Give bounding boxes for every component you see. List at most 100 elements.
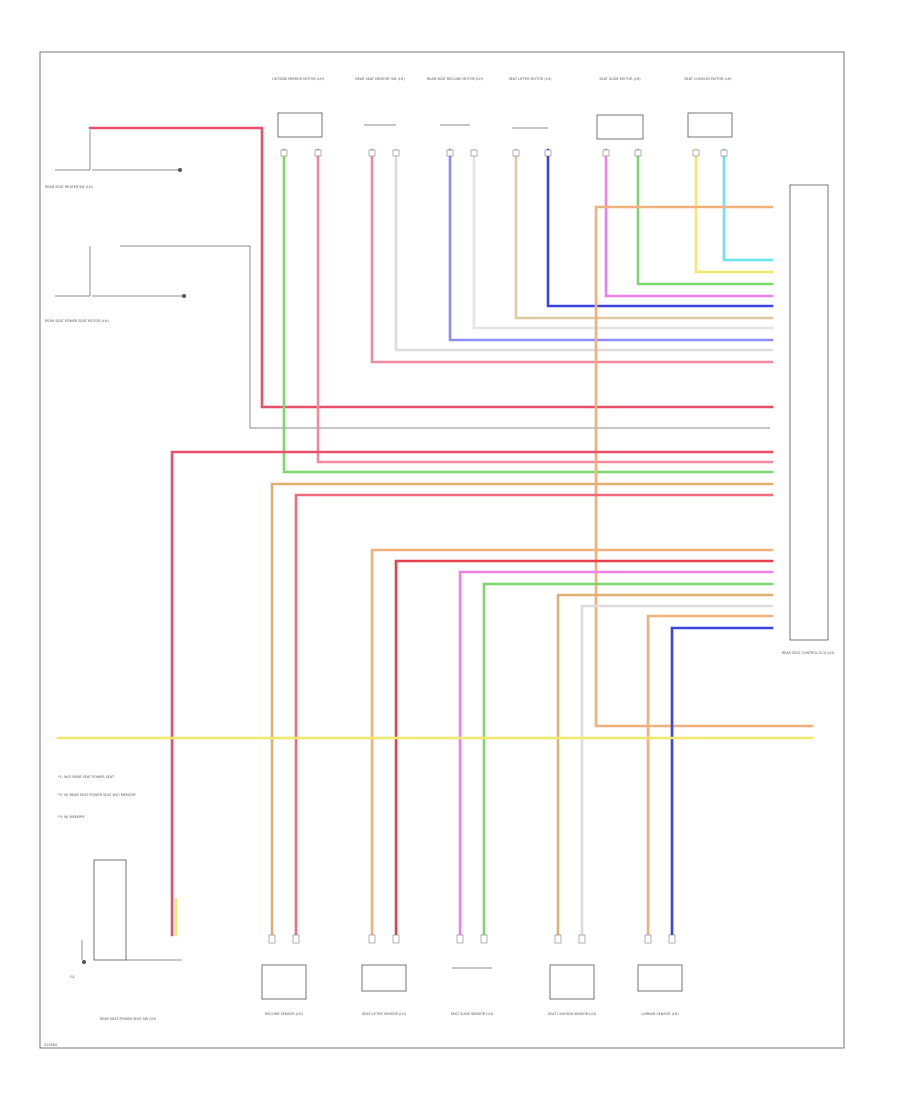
wire-grey-1 <box>394 148 774 352</box>
pin-marker <box>644 934 652 944</box>
wire-red-lifter <box>394 559 774 937</box>
wire-orange-top <box>594 205 814 728</box>
wire-orange-lumbar <box>646 614 774 937</box>
wire-red-bottom <box>170 450 774 937</box>
top-module-2: REAR SEAT MEMORY SW (LH) <box>355 77 405 126</box>
wire-yellow-1 <box>694 148 774 274</box>
bottom-sensor-box-1 <box>261 964 307 1000</box>
pin-marker <box>292 934 300 944</box>
top-module-label-4: SEAT LIFTER MOTOR (LH) <box>509 77 552 81</box>
bottom-left-switch-lines <box>81 940 182 961</box>
wire-grey-2 <box>472 148 774 330</box>
bottom-component-label-6: LUMBAR SENSOR (LH) <box>641 1012 679 1016</box>
pin-marker <box>446 149 454 157</box>
top-module-1: OUTSIDE MIRROR MOTOR (LH) <box>272 77 325 138</box>
pin-marker <box>368 934 376 944</box>
left-ground-2-icon <box>182 294 186 298</box>
bottom-component-label-5: SEAT CUSHION SENSOR (LH) <box>548 1012 597 1016</box>
wire-magenta-slide <box>458 570 774 937</box>
pin-marker <box>578 934 586 944</box>
pin-marker <box>480 934 488 944</box>
left-ground-1-icon <box>178 168 182 172</box>
top-module-label-1: OUTSIDE MIRROR MOTOR (LH) <box>272 77 324 81</box>
wire-pink-2 <box>370 148 774 364</box>
wires <box>56 126 814 937</box>
wire-blue-lumbar <box>670 626 774 937</box>
bottom-sensor-4: SEAT CUSHION SENSOR (LH) <box>548 964 597 1016</box>
top-module-4: SEAT LIFTER MOTOR (LH) <box>509 77 552 129</box>
bottom-component-label-1: REAR SEAT POWER SEAT SW (LH) <box>100 1017 157 1021</box>
bottom-component-label-4: SEAT SLIDE SENSOR (LH) <box>451 1012 494 1016</box>
wire-blue-2 <box>546 148 774 308</box>
pin-marker <box>544 149 552 157</box>
pin-marker <box>314 149 322 157</box>
wire-grey-cushion <box>580 604 774 937</box>
pin-marker <box>668 934 676 944</box>
left-switch-2-lines <box>55 246 91 297</box>
top-module-box-5 <box>596 114 644 140</box>
wire-cyan-1 <box>722 148 774 262</box>
bottom-left-switch-box <box>93 859 127 961</box>
ground-label: G1 <box>70 975 75 979</box>
left-component-label-1: REAR SEAT HEATER SW (LH) <box>45 185 93 189</box>
legend-item-3: *3: W/ MEMORY <box>58 815 85 819</box>
bottom-sensor-3: SEAT SLIDE SENSOR (LH) <box>451 967 494 1016</box>
wire-red-main <box>88 126 774 409</box>
bottom-component-label-3: SEAT LIFTER SENSOR (LH) <box>362 1012 407 1016</box>
legend-item-2: *2: W/ REAR SEAT POWER SEAT W/O MEMORY <box>58 793 137 797</box>
bottom-sensor-box-4 <box>549 964 595 1000</box>
pin-marker <box>692 149 700 157</box>
pin-marker <box>602 149 610 157</box>
wire-tan-1 <box>514 148 774 320</box>
wire-green-2 <box>636 148 774 286</box>
pin-marker <box>634 149 642 157</box>
pin-marker <box>554 934 562 944</box>
top-module-label-6: SEAT CUSHION MOTOR (LH) <box>684 77 732 81</box>
pin-marker <box>368 149 376 157</box>
legend-item-1: *1: W/O REAR SEAT POWER SEAT <box>58 775 115 779</box>
wire-pink-1 <box>316 148 774 464</box>
bottom-sensor-box-2 <box>361 964 407 992</box>
bottom-sensor-box-5 <box>637 964 683 992</box>
bottom-pin-markers <box>268 934 676 944</box>
top-module-6: SEAT CUSHION MOTOR (LH) <box>684 77 733 138</box>
left-switch-2-signal <box>120 245 770 429</box>
wire-magenta-1 <box>604 148 774 298</box>
bottom-left-switch: G1 REAR SEAT POWER SEAT SW (LH) <box>70 859 182 1021</box>
top-module-label-5: SEAT SLIDE MOTOR (LH) <box>599 77 641 81</box>
bottom-sensors: RECLINE SENSOR (LH) SEAT LIFTER SENSOR (… <box>261 964 683 1016</box>
bottom-sensor-2: SEAT LIFTER SENSOR (LH) <box>361 964 407 1016</box>
left-components: REAR SEAT HEATER SW (LH) REAR SEAT POWER… <box>45 130 770 429</box>
left-component-label-2: REAR SEAT POWER SEAT MOTOR (LH) <box>45 319 109 323</box>
ground-icon <box>82 960 86 964</box>
pin-marker <box>512 149 520 157</box>
pin-marker <box>392 934 400 944</box>
pin-marker <box>456 934 464 944</box>
right-ecu: REAR SEAT CONTROL ECU (LH) <box>782 184 835 655</box>
right-ecu-label: REAR SEAT CONTROL ECU (LH) <box>782 651 835 655</box>
wire-tan-recline <box>270 482 774 937</box>
top-module-5: SEAT SLIDE MOTOR (LH) <box>596 77 644 140</box>
wire-red-recline <box>294 493 774 937</box>
pin-marker <box>392 149 400 157</box>
legend: *1: W/O REAR SEAT POWER SEAT *2: W/ REAR… <box>58 775 137 819</box>
pin-marker <box>470 149 478 157</box>
wire-tan-cushion <box>556 593 774 937</box>
footer-code: S13564 <box>44 1043 57 1047</box>
diagram-frame <box>39 51 845 1049</box>
pin-marker <box>720 149 728 157</box>
wire-green-slide <box>482 582 774 937</box>
top-module-label-2: REAR SEAT MEMORY SW (LH) <box>355 77 405 81</box>
top-module-label-3: REAR SEAT RECLINE MOTOR (LH) <box>427 77 484 81</box>
bottom-sensor-5: LUMBAR SENSOR (LH) <box>637 964 683 1016</box>
top-module-3: REAR SEAT RECLINE MOTOR (LH) <box>427 77 484 126</box>
top-modules: OUTSIDE MIRROR MOTOR (LH) REAR SEAT MEMO… <box>272 77 733 140</box>
bottom-component-label-2: RECLINE SENSOR (LH) <box>265 1012 303 1016</box>
wire-green-1 <box>282 148 774 474</box>
top-module-box-6 <box>687 112 733 138</box>
pin-marker <box>280 149 288 157</box>
top-pin-markers <box>280 149 728 157</box>
left-switch-1-lines <box>55 130 91 171</box>
pin-marker <box>268 934 276 944</box>
